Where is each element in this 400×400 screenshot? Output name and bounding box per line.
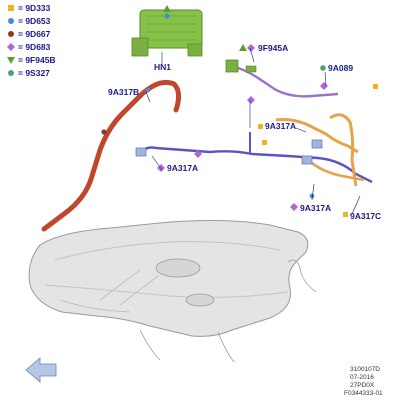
circle-marker-blue — [145, 87, 151, 93]
square-marker — [258, 124, 263, 129]
vent-line-1 — [275, 118, 359, 154]
triangle-marker — [239, 44, 247, 51]
circle-marker-green — [320, 65, 326, 71]
diamond-marker — [290, 203, 298, 211]
legend-label: = 9S327 — [18, 68, 50, 78]
square-marker — [373, 84, 378, 89]
legend-item: = 9F945B — [7, 55, 56, 65]
legend-item: = 9S327 — [8, 68, 50, 78]
callout-9a317a-bottom: 9A317A — [300, 203, 331, 213]
legend-item: = 9D653 — [8, 16, 51, 26]
reference-line-3: 27PD0X — [350, 382, 375, 389]
callout-markers — [101, 5, 378, 217]
direction-arrow-icon — [25, 357, 57, 383]
callout-9a317a-left: 9A317A — [167, 163, 198, 173]
legend-item: = 9D683 — [7, 42, 51, 52]
circle-marker-blue — [164, 13, 170, 19]
square-marker — [262, 140, 267, 145]
fuel-filler-pipe — [41, 79, 182, 232]
circle-marker-brown — [101, 129, 107, 135]
vent-line-2 — [329, 113, 358, 187]
legend-marker-circle — [8, 70, 14, 76]
legend-item: = 9D667 — [8, 29, 51, 39]
legend-label: = 9F945B — [18, 55, 56, 65]
legend-marker-circle — [8, 31, 14, 37]
reference-line-1: 3100107D — [350, 366, 380, 373]
legend-marker-diamond — [7, 43, 15, 51]
legend-label: = 9D667 — [18, 29, 51, 39]
legend-label: = 9D653 — [18, 16, 51, 26]
callout-9f945a: 9F945A — [258, 43, 288, 53]
diamond-marker — [157, 164, 165, 172]
diamond-marker — [247, 44, 255, 52]
callout-hn1: HN1 — [154, 62, 171, 72]
circle-marker-blue — [309, 193, 315, 199]
evap-canister — [131, 9, 203, 57]
legend-marker-circle — [8, 18, 14, 24]
callout-9a317b: 9A317B — [108, 87, 139, 97]
legend-item: = 9D333 — [8, 3, 51, 13]
legend-label: = 9D683 — [18, 42, 51, 52]
vapor-line — [231, 64, 339, 98]
connectors — [135, 59, 323, 165]
reference-line-4: F0344333-01 — [344, 390, 383, 397]
callout-9a089: 9A089 — [328, 63, 353, 73]
triangle-marker — [163, 5, 171, 12]
callout-9a317a-top: 9A317A — [265, 121, 296, 131]
diamond-marker — [247, 96, 255, 104]
reference-line-2: 07-2016 — [350, 374, 374, 381]
leader-lines — [145, 47, 361, 215]
diamond-marker — [194, 150, 202, 158]
purge-line — [141, 146, 373, 184]
legend: = 9D333 = 9D653 = 9D667 = 9D683 = 9F945B = 9S… — [7, 3, 56, 78]
legend-marker-square — [8, 5, 14, 11]
diamond-marker — [320, 82, 328, 90]
fuel-tank — [28, 220, 317, 363]
callout-9a317c: 9A317C — [350, 211, 381, 221]
legend-marker-triangle — [7, 57, 15, 64]
legend-label: = 9D333 — [18, 3, 51, 13]
square-marker — [343, 212, 348, 217]
